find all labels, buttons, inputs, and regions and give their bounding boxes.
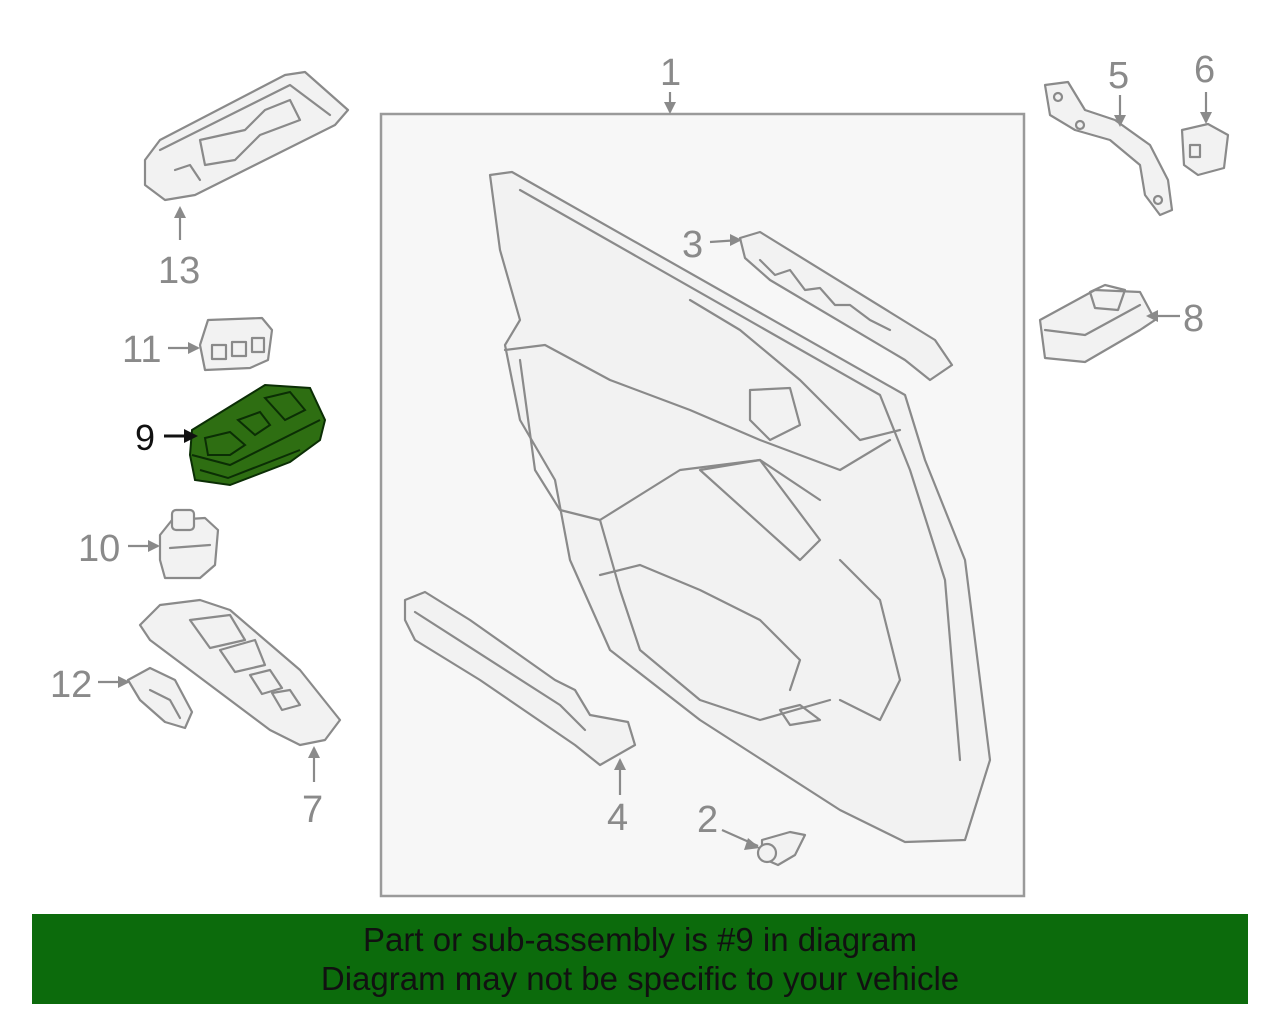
part-11-switch: [198, 316, 274, 372]
banner-line-2: Diagram may not be specific to your vehi…: [320, 960, 960, 997]
part-12-switch: [126, 666, 194, 730]
part-10-switch: [158, 508, 220, 580]
callout-13: 13: [158, 250, 200, 292]
part-13-finisher: [143, 70, 350, 202]
callout-3: 3: [682, 224, 703, 266]
callout-7: 7: [302, 789, 323, 831]
callout-2: 2: [697, 799, 718, 841]
callout-4: 4: [607, 797, 628, 839]
callout-12: 12: [50, 664, 92, 706]
callout-1: 1: [660, 52, 681, 94]
part-9-body: [188, 383, 327, 487]
callout-10: 10: [78, 528, 120, 570]
callout-5: 5: [1108, 55, 1129, 97]
part-7-bezel: [138, 598, 342, 747]
callout-11: 11: [122, 329, 161, 371]
banner-line-1: Part or sub-assembly is #9 in diagram: [363, 921, 917, 958]
part-3-strip: [738, 230, 954, 382]
callout-6: 6: [1194, 49, 1215, 91]
leader-arrows: [98, 92, 1212, 850]
callout-8: 8: [1183, 298, 1204, 340]
part-8-switch: [1038, 283, 1157, 364]
callout-9: 9: [135, 417, 155, 458]
part-5-bracket: [1043, 80, 1174, 217]
part-4-armrest: [403, 590, 637, 767]
part-6-clip: [1180, 122, 1230, 177]
part-2-clip: [756, 830, 807, 867]
part-9-switch-highlighted[interactable]: [188, 383, 327, 487]
callout-labels: 1 2 3 4 5 6 7 8 9 10 11 12 13: [50, 49, 1215, 841]
part-1-door-trim: [488, 170, 992, 844]
info-banner: Part or sub-assembly is #9 in diagram Di…: [32, 914, 1248, 1004]
